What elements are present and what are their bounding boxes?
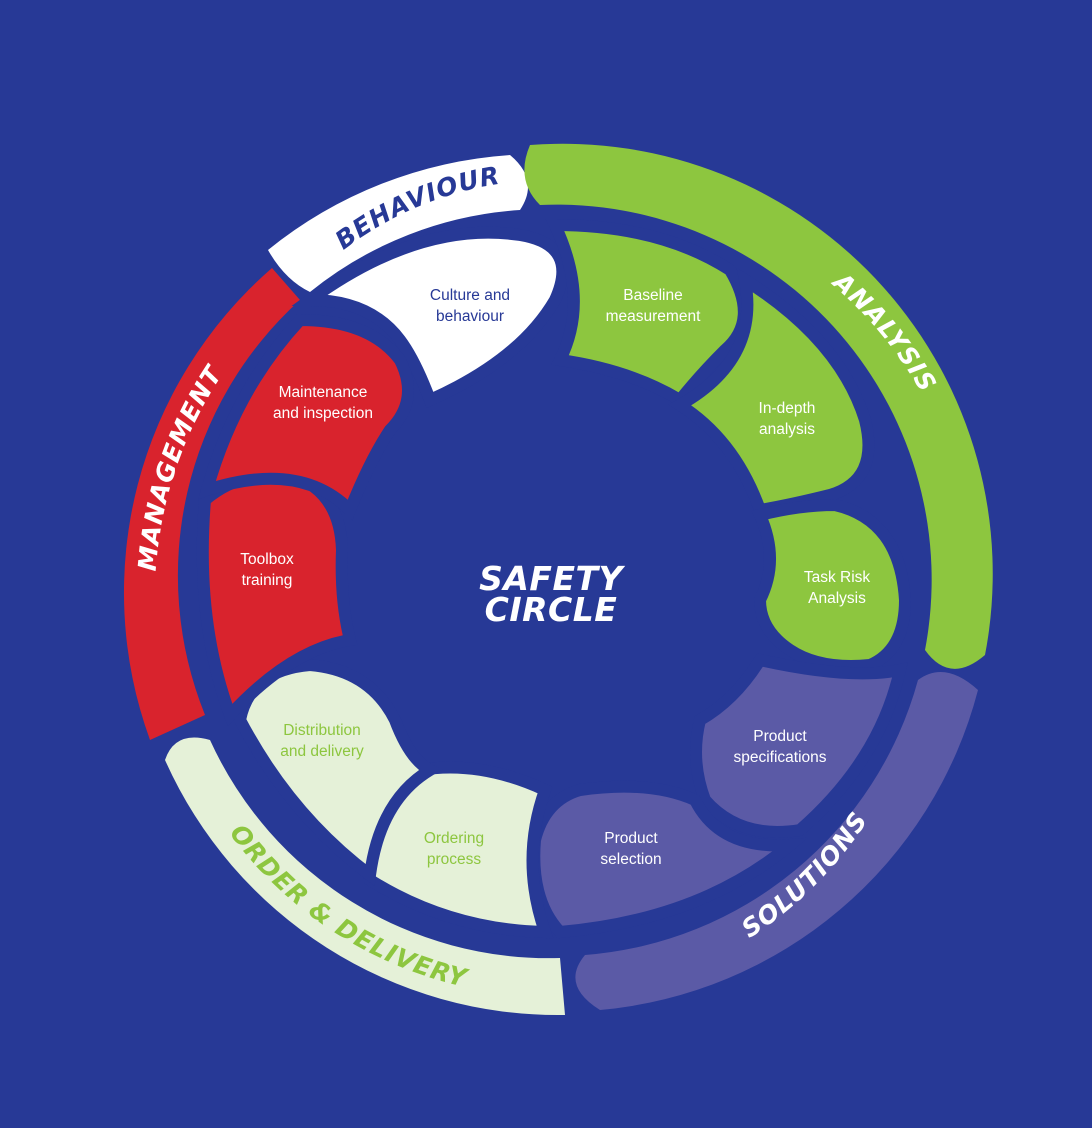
petal-maintenance-inspection [198, 313, 414, 521]
ring-solutions [575, 672, 978, 1010]
svg-text:Product: Product [753, 728, 807, 745]
step-label-task-risk-analysis: Task Risk Analysis [804, 569, 871, 607]
step-label-distribution-delivery: Distribution and delivery [280, 722, 364, 760]
svg-text:behaviour: behaviour [436, 308, 504, 325]
svg-text:Maintenance: Maintenance [279, 384, 368, 401]
petal-baseline-measurement [545, 218, 750, 408]
svg-text:specifications: specifications [733, 749, 826, 766]
svg-text:measurement: measurement [606, 308, 701, 325]
svg-text:analysis: analysis [759, 421, 815, 438]
petal-ordering-process [362, 761, 554, 939]
step-label-product-specifications: Product specifications [733, 728, 826, 766]
step-label-maintenance-inspection: Maintenance and inspection [273, 384, 373, 422]
center-title: SAFETY CIRCLE [479, 559, 625, 629]
svg-text:and inspection: and inspection [273, 405, 373, 422]
svg-text:Analysis: Analysis [808, 590, 866, 607]
step-label-product-selection: Product selection [600, 830, 661, 868]
svg-text:Culture and: Culture and [430, 287, 510, 304]
step-label-toolbox-training: Toolbox training [240, 551, 294, 589]
svg-text:Task Risk: Task Risk [804, 569, 871, 586]
svg-text:Baseline: Baseline [623, 287, 682, 304]
petal-product-specifications [690, 653, 908, 838]
svg-text:SAFETY: SAFETY [479, 559, 625, 598]
ring-behaviour [268, 155, 528, 292]
svg-text:process: process [427, 851, 482, 868]
petal-culture-behaviour [291, 226, 569, 409]
petal-task-risk-analysis [751, 498, 912, 672]
ring-analysis [524, 143, 993, 669]
svg-text:Distribution: Distribution [283, 722, 361, 739]
ring-order-delivery [165, 737, 565, 1016]
svg-text:Product: Product [604, 830, 658, 847]
svg-text:In-depth: In-depth [759, 400, 816, 417]
step-label-ordering-process: Ordering process [424, 830, 484, 868]
ring-management [123, 268, 300, 740]
step-label-indepth-analysis: In-depth analysis [759, 400, 816, 438]
step-label-culture-behaviour: Culture and behaviour [430, 287, 510, 325]
svg-text:Ordering: Ordering [424, 830, 484, 847]
petal-distribution-delivery [233, 658, 443, 886]
step-label-baseline-measurement: Baseline measurement [606, 287, 701, 325]
svg-text:Toolbox: Toolbox [240, 551, 294, 568]
svg-text:and delivery: and delivery [280, 743, 364, 760]
svg-text:CIRCLE: CIRCLE [485, 590, 618, 629]
svg-text:training: training [242, 572, 293, 589]
petal-product-selection [528, 780, 809, 939]
svg-text:selection: selection [600, 851, 661, 868]
